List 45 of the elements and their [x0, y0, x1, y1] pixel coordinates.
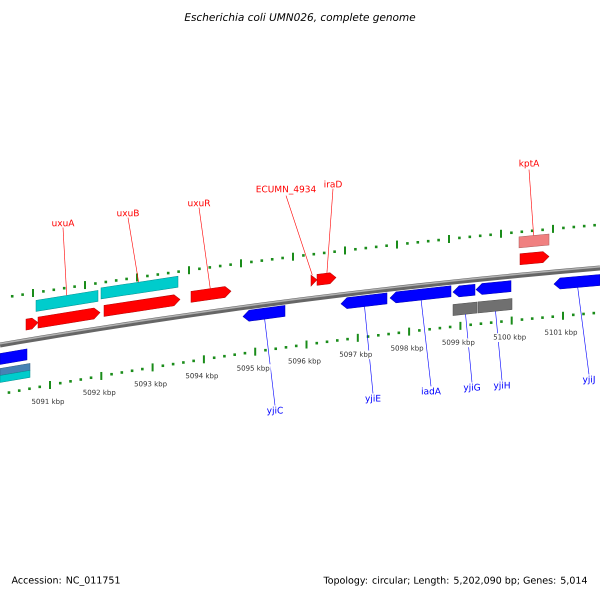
- leader-line: [198, 207, 211, 289]
- gene-box: [0, 363, 30, 376]
- gene-feature: [554, 274, 600, 290]
- gene-feature: [310, 274, 318, 286]
- gene-label: kptA: [520, 160, 540, 168]
- footer-text: Topology: circular; Length: 5,202,090 bp; Genes: 5,014: [323, 576, 587, 586]
- gene-box: [452, 302, 478, 316]
- gene-feature: [242, 305, 286, 322]
- leader-line: [62, 227, 67, 296]
- gene-label: yjiE: [365, 394, 380, 404]
- gene-feature: [452, 284, 476, 298]
- gene-feature: [476, 280, 512, 295]
- gene-box: [518, 234, 550, 248]
- gene-label: uxuA: [52, 220, 74, 226]
- gene-label: yjiC: [266, 406, 283, 416]
- gene-box: [0, 348, 28, 365]
- gene-feature: [104, 294, 180, 317]
- leader-line: [326, 188, 334, 274]
- gene-box: [100, 276, 178, 300]
- gene-feature: [340, 292, 388, 309]
- gene-label: yjiH: [494, 382, 510, 390]
- leader-line: [128, 217, 139, 282]
- leader-line: [465, 314, 472, 383]
- gene-box: [478, 298, 512, 314]
- gene-label: iadA: [422, 388, 441, 394]
- leader-line: [264, 318, 276, 406]
- leader-line: [528, 169, 534, 236]
- gene-label: ECUMN_4934: [256, 186, 316, 194]
- gene-label: uxuR: [188, 200, 210, 206]
- gene-label: yjiJ: [582, 376, 595, 384]
- gene-label: iraD: [324, 180, 342, 188]
- gene-label: uxuB: [117, 210, 139, 216]
- leader-line: [495, 310, 502, 381]
- leader-line: [577, 287, 590, 375]
- title: Escherichia coli UMN026, complete genome: [184, 12, 416, 24]
- gene-box: [0, 370, 30, 383]
- gene-feature: [26, 318, 38, 330]
- leader-line: [286, 195, 313, 276]
- gene-box: [36, 290, 98, 312]
- leader-line: [364, 306, 374, 394]
- footer-text: Accession: NC_011751: [12, 576, 120, 586]
- leader-line: [420, 300, 432, 387]
- gene-feature: [520, 251, 550, 265]
- gene-feature: [190, 286, 232, 303]
- gene-label: yjiG: [464, 384, 480, 392]
